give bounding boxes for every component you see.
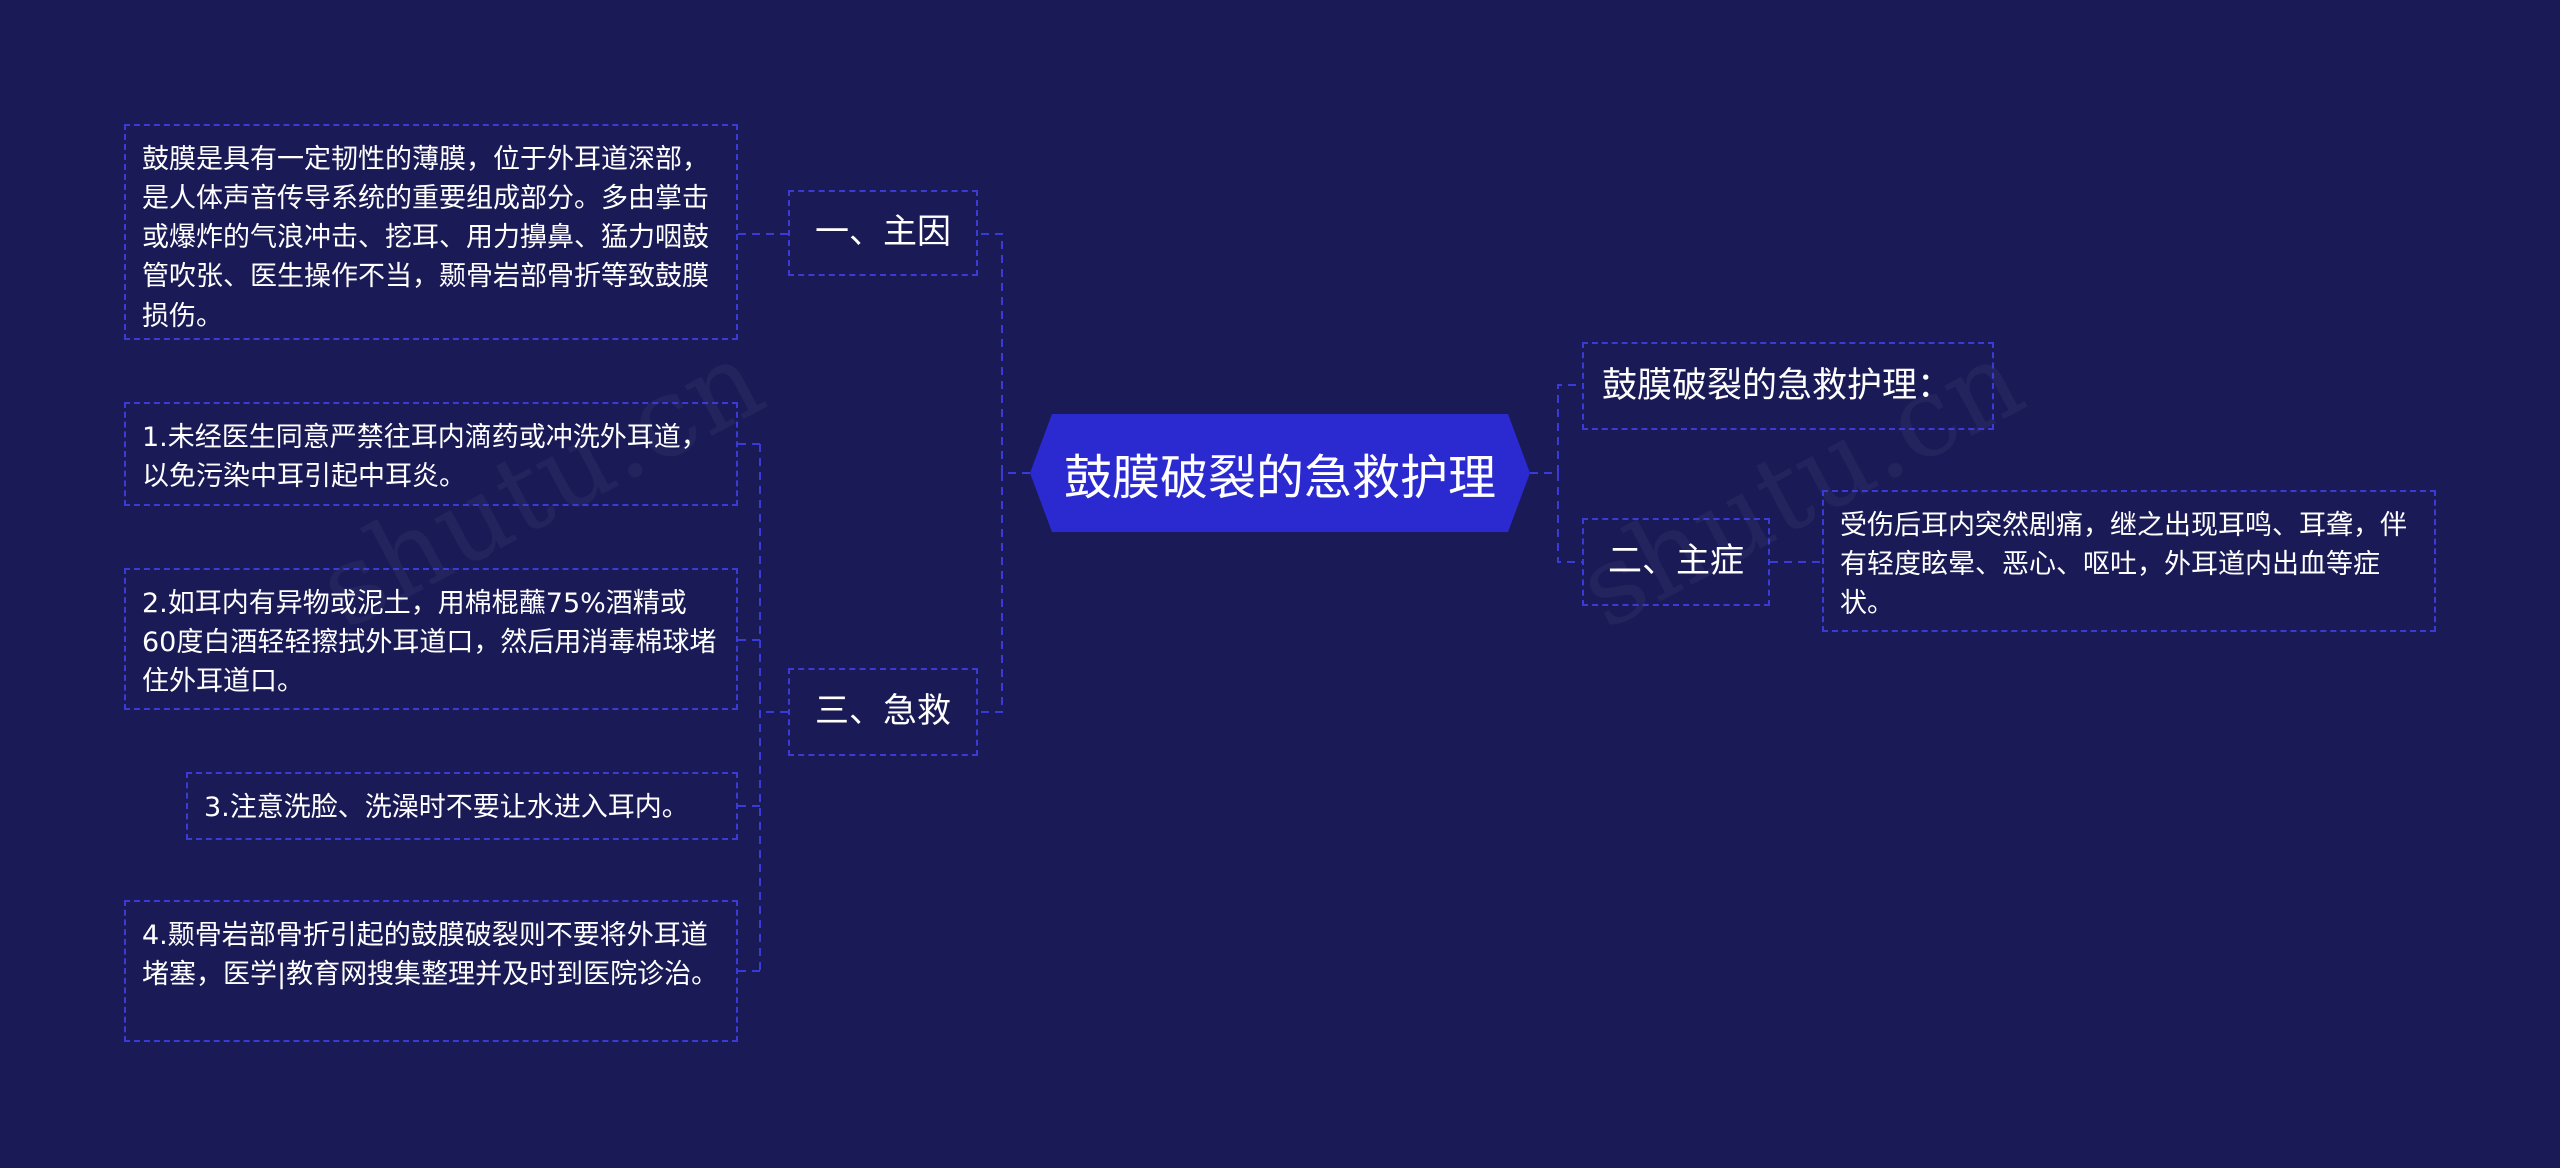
center-node-shape	[1030, 414, 1530, 532]
branch-main-cause[interactable]: 一、主因	[788, 190, 978, 276]
leaf-first-aid-3: 3.注意洗脸、洗澡时不要让水进入耳内。	[186, 772, 738, 840]
branch-first-aid-label: 三、急救	[815, 691, 951, 732]
leaf-symptom-description: 受伤后耳内突然剧痛，继之出现耳鸣、耳聋，伴有轻度眩晕、恶心、呕吐，外耳道内出血等…	[1822, 490, 2436, 632]
leaf-first-aid-1: 1.未经医生同意严禁往耳内滴药或冲洗外耳道，以免污染中耳引起中耳炎。	[124, 402, 738, 506]
leaf-cause-description: 鼓膜是具有一定韧性的薄膜，位于外耳道深部，是人体声音传导系统的重要组成部分。多由…	[124, 124, 738, 340]
leaf-first-aid-2: 2.如耳内有异物或泥土，用棉棍蘸75%酒精或60度白酒轻轻擦拭外耳道口，然后用消…	[124, 568, 738, 710]
center-title: 鼓膜破裂的急救护理	[1063, 450, 1496, 506]
branch-main-symptom-label: 二、主症	[1608, 541, 1744, 582]
branch-main-symptom[interactable]: 二、主症	[1582, 518, 1770, 606]
topic-first-aid-care-label: 鼓膜破裂的急救护理：	[1602, 365, 1953, 406]
topic-first-aid-care[interactable]: 鼓膜破裂的急救护理：	[1582, 342, 1994, 430]
branch-first-aid[interactable]: 三、急救	[788, 668, 978, 756]
leaf-first-aid-4: 4.颞骨岩部骨折引起的鼓膜破裂则不要将外耳道堵塞，医学|教育网搜集整理并及时到医…	[124, 900, 738, 1042]
branch-main-cause-label: 一、主因	[815, 212, 951, 253]
center-node[interactable]: 鼓膜破裂的急救护理	[1030, 414, 1530, 532]
